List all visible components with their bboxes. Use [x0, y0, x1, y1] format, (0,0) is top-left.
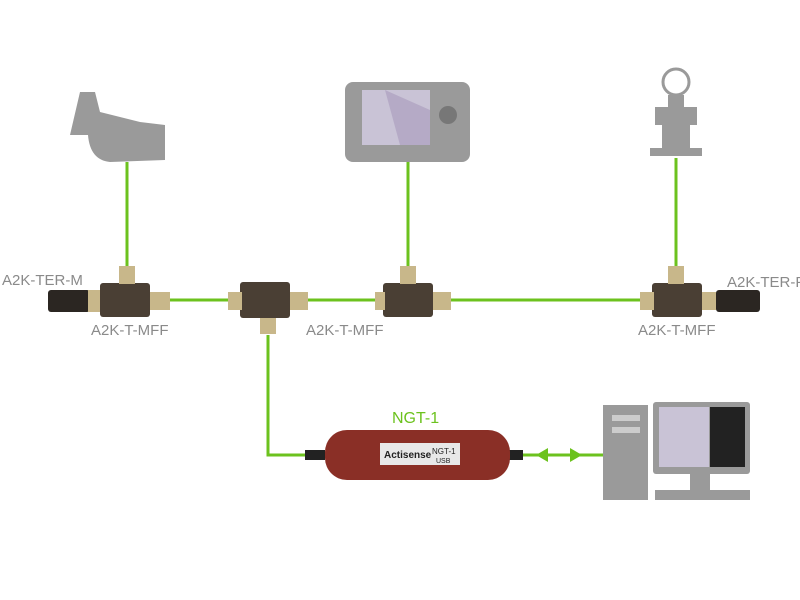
computer-icon	[603, 402, 750, 500]
cables	[125, 158, 678, 457]
label-ngt-1: NGT-1	[392, 410, 440, 427]
ngt-1-device	[305, 430, 523, 480]
chartplotter-icon	[345, 82, 470, 162]
label-a2k-t-mff: A2K-T-MFF	[306, 322, 384, 339]
bidirectional-arrow-icon	[536, 448, 582, 462]
tee-connector-4	[640, 266, 716, 317]
tee-connector-3	[375, 266, 451, 317]
tee-connector-2	[228, 282, 308, 334]
tee-connector-1	[100, 266, 170, 317]
terminator-male	[48, 290, 106, 312]
label-a2k-ter-m: A2K-TER-M	[2, 272, 83, 289]
label-a2k-ter-f: A2K-TER-F	[727, 274, 800, 291]
ngt-model-text: NGT-1	[432, 447, 456, 456]
drop-cable-ngt	[266, 335, 320, 457]
label-a2k-t-mff: A2K-T-MFF	[638, 322, 716, 339]
label-a2k-t-mff: A2K-T-MFF	[91, 322, 169, 339]
terminator-female	[716, 290, 760, 312]
through-hull-sensor-icon	[650, 67, 702, 156]
ngt-brand-text: Actisense	[384, 450, 432, 461]
ngt-usb-text: USB	[436, 458, 451, 465]
transducer-icon	[70, 92, 165, 162]
